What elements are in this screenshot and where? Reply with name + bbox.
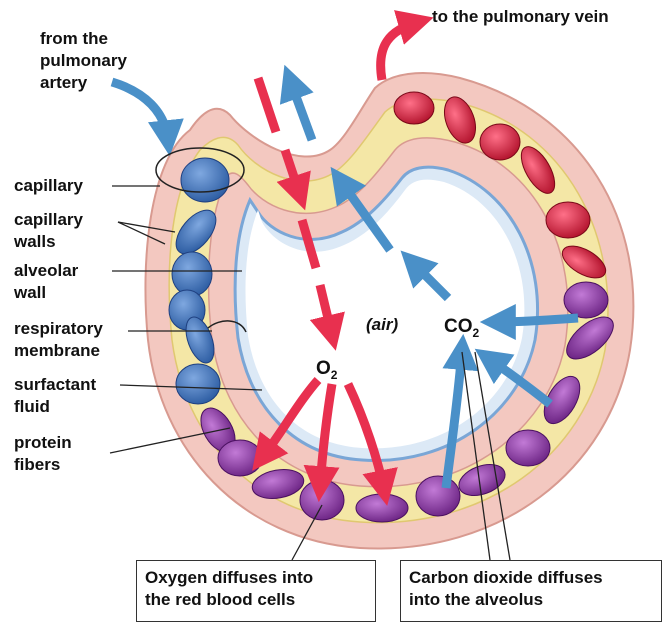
purple-cell (506, 430, 550, 466)
from-artery-label-2: pulmonary (40, 51, 127, 70)
surfactant-fluid-label-1: surfactant (14, 375, 97, 394)
from-artery-label-1: from the (40, 29, 108, 48)
co2-arrow-seg (290, 80, 312, 140)
co2-caption-line1: Carbon dioxide diffuses (409, 567, 653, 589)
red-cell (394, 92, 434, 124)
oxygen-caption-line2: the red blood cells (145, 589, 367, 611)
to-vein-arrow (381, 22, 418, 80)
to-vein-label: to the pulmonary vein (432, 7, 609, 26)
air-label: (air) (366, 315, 398, 334)
from-artery-arrow (112, 82, 168, 140)
co2-caption-line2: into the alveolus (409, 589, 653, 611)
protein-fibers-label-1: protein (14, 433, 72, 452)
red-cell (546, 202, 590, 238)
protein-fibers-label-2: fibers (14, 455, 60, 474)
purple-cell (356, 494, 408, 522)
respiratory-membrane-label-1: respiratory (14, 319, 103, 338)
from-artery-label-3: artery (40, 73, 88, 92)
alveolar-wall-label-1: alveolar (14, 261, 79, 280)
oxygen-caption-box: Oxygen diffuses into the red blood cells (136, 560, 376, 622)
capillary-walls-label-2: walls (13, 232, 56, 251)
alveolar-wall-label-2: wall (13, 283, 46, 302)
co2-arrow-right-1 (496, 318, 578, 322)
capillary-walls-label-1: capillary (14, 210, 84, 229)
respiratory-membrane-label-2: membrane (14, 341, 100, 360)
blue-cell (176, 364, 220, 404)
o2-arrow-seg (258, 78, 276, 132)
capillary-label: capillary (14, 176, 84, 195)
purple-cell (564, 282, 608, 318)
purple-cell (416, 476, 460, 516)
alveolar-tissue (145, 73, 633, 548)
co2-caption-box: Carbon dioxide diffuses into the alveolu… (400, 560, 662, 622)
blue-cell (172, 252, 212, 296)
purple-cell (218, 440, 262, 476)
oxygen-caption-line1: Oxygen diffuses into (145, 567, 367, 589)
blue-cell (181, 158, 229, 202)
surfactant-fluid-label-2: fluid (14, 397, 50, 416)
red-cell (480, 124, 520, 160)
